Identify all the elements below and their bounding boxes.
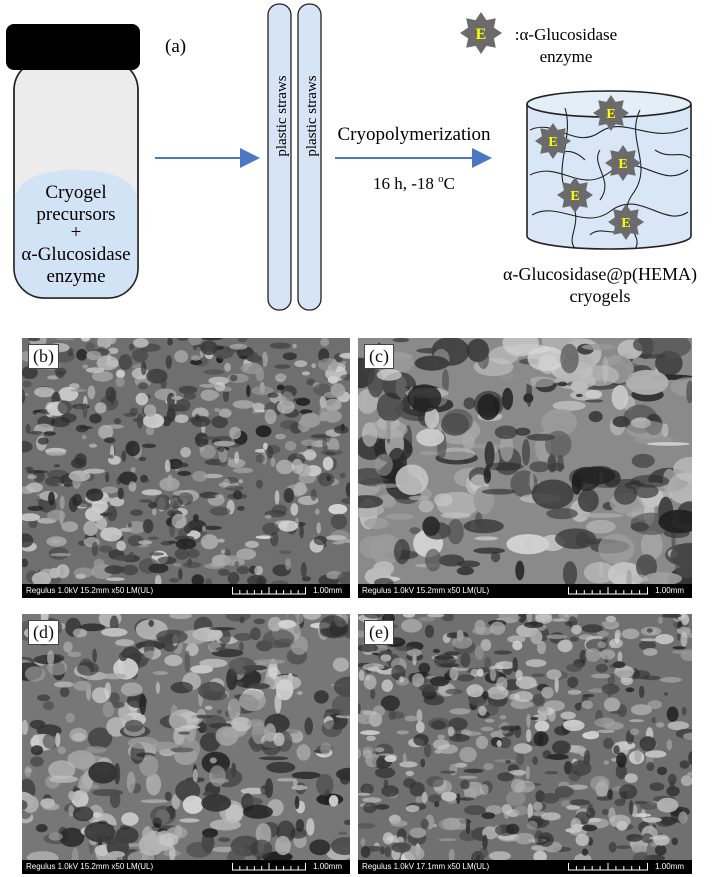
- product-text-2: cryogels: [570, 286, 631, 306]
- svg-text:E: E: [606, 107, 615, 122]
- panel-label-a: (a): [165, 36, 186, 57]
- sem-scale-b: 1.00mm: [313, 586, 342, 595]
- sem-info-d: Regulus 1.0kV 15.2mm x50 LM(UL): [26, 862, 154, 871]
- sem-image-b: [22, 338, 350, 584]
- vial-cap: [6, 24, 140, 70]
- sem-info-e: Regulus 1.0kV 17.1mm x50 LM(UL): [362, 862, 490, 871]
- vial-text-2: precursors: [36, 204, 115, 225]
- sem-panel-e: (e) Regulus 1.0kV 17.1mm x50 LM(UL) 1.00m…: [358, 614, 692, 874]
- svg-text:E: E: [476, 26, 487, 43]
- scheme-panel-a: Cryogel precursors + α-Glucosidase enzym…: [6, 3, 697, 311]
- svg-text:E: E: [621, 216, 630, 231]
- vial-text-1: Cryogel: [45, 182, 106, 203]
- panel-label-c: (c): [364, 344, 394, 369]
- sem-image-c: [358, 338, 692, 584]
- sem-image-e: [358, 614, 692, 860]
- vial-text-4: α-Glucosidase: [21, 244, 130, 265]
- panel-label-e: (e): [364, 620, 394, 645]
- straw-label-1: plastic straws: [274, 75, 290, 156]
- vial-text-3: +: [71, 222, 82, 243]
- svg-text:E: E: [570, 189, 579, 204]
- enzyme-legend-icon: E: [460, 12, 502, 54]
- straw-label-2: plastic straws: [304, 75, 320, 156]
- plastic-straws: [267, 3, 322, 311]
- vial: [6, 24, 140, 299]
- sem-scale-c: 1.00mm: [655, 586, 684, 595]
- polymer-network: [529, 107, 691, 250]
- svg-text:E: E: [548, 135, 557, 150]
- cryogel-cylinder: E E E E E: [526, 90, 692, 250]
- product-text-1: α-Glucosidase@p(HEMA): [503, 264, 697, 285]
- sem-scale-e: 1.00mm: [655, 862, 684, 871]
- sem-info-b: Regulus 1.0kV 15.2mm x50 LM(UL): [26, 586, 154, 595]
- sem-scale-d: 1.00mm: [313, 862, 342, 871]
- legend-text-2: enzyme: [540, 47, 593, 66]
- sem-panel-c: (c) Regulus 1.0kV 15.2mm x50 LM(UL) 1.00m…: [358, 338, 692, 598]
- panel-label-b: (b): [28, 344, 59, 369]
- vial-text-5: enzyme: [46, 266, 105, 287]
- process-label: Cryopolymerization: [337, 124, 491, 145]
- conditions-label: 16 h, -18 oC: [373, 173, 455, 193]
- panel-label-d: (d): [28, 620, 59, 645]
- sem-panel-d: (d) Regulus 1.0kV 15.2mm x50 LM(UL) 1.00m…: [22, 614, 350, 874]
- svg-text:E: E: [618, 157, 627, 172]
- sem-panel-b: (b) Regulus 1.0kV 15.2mm x50 LM(UL) 1.00m…: [22, 338, 350, 598]
- sem-info-c: Regulus 1.0kV 15.2mm x50 LM(UL): [362, 586, 490, 595]
- legend-text-1: :α-Glucosidase: [515, 25, 617, 44]
- sem-image-d: [22, 614, 350, 860]
